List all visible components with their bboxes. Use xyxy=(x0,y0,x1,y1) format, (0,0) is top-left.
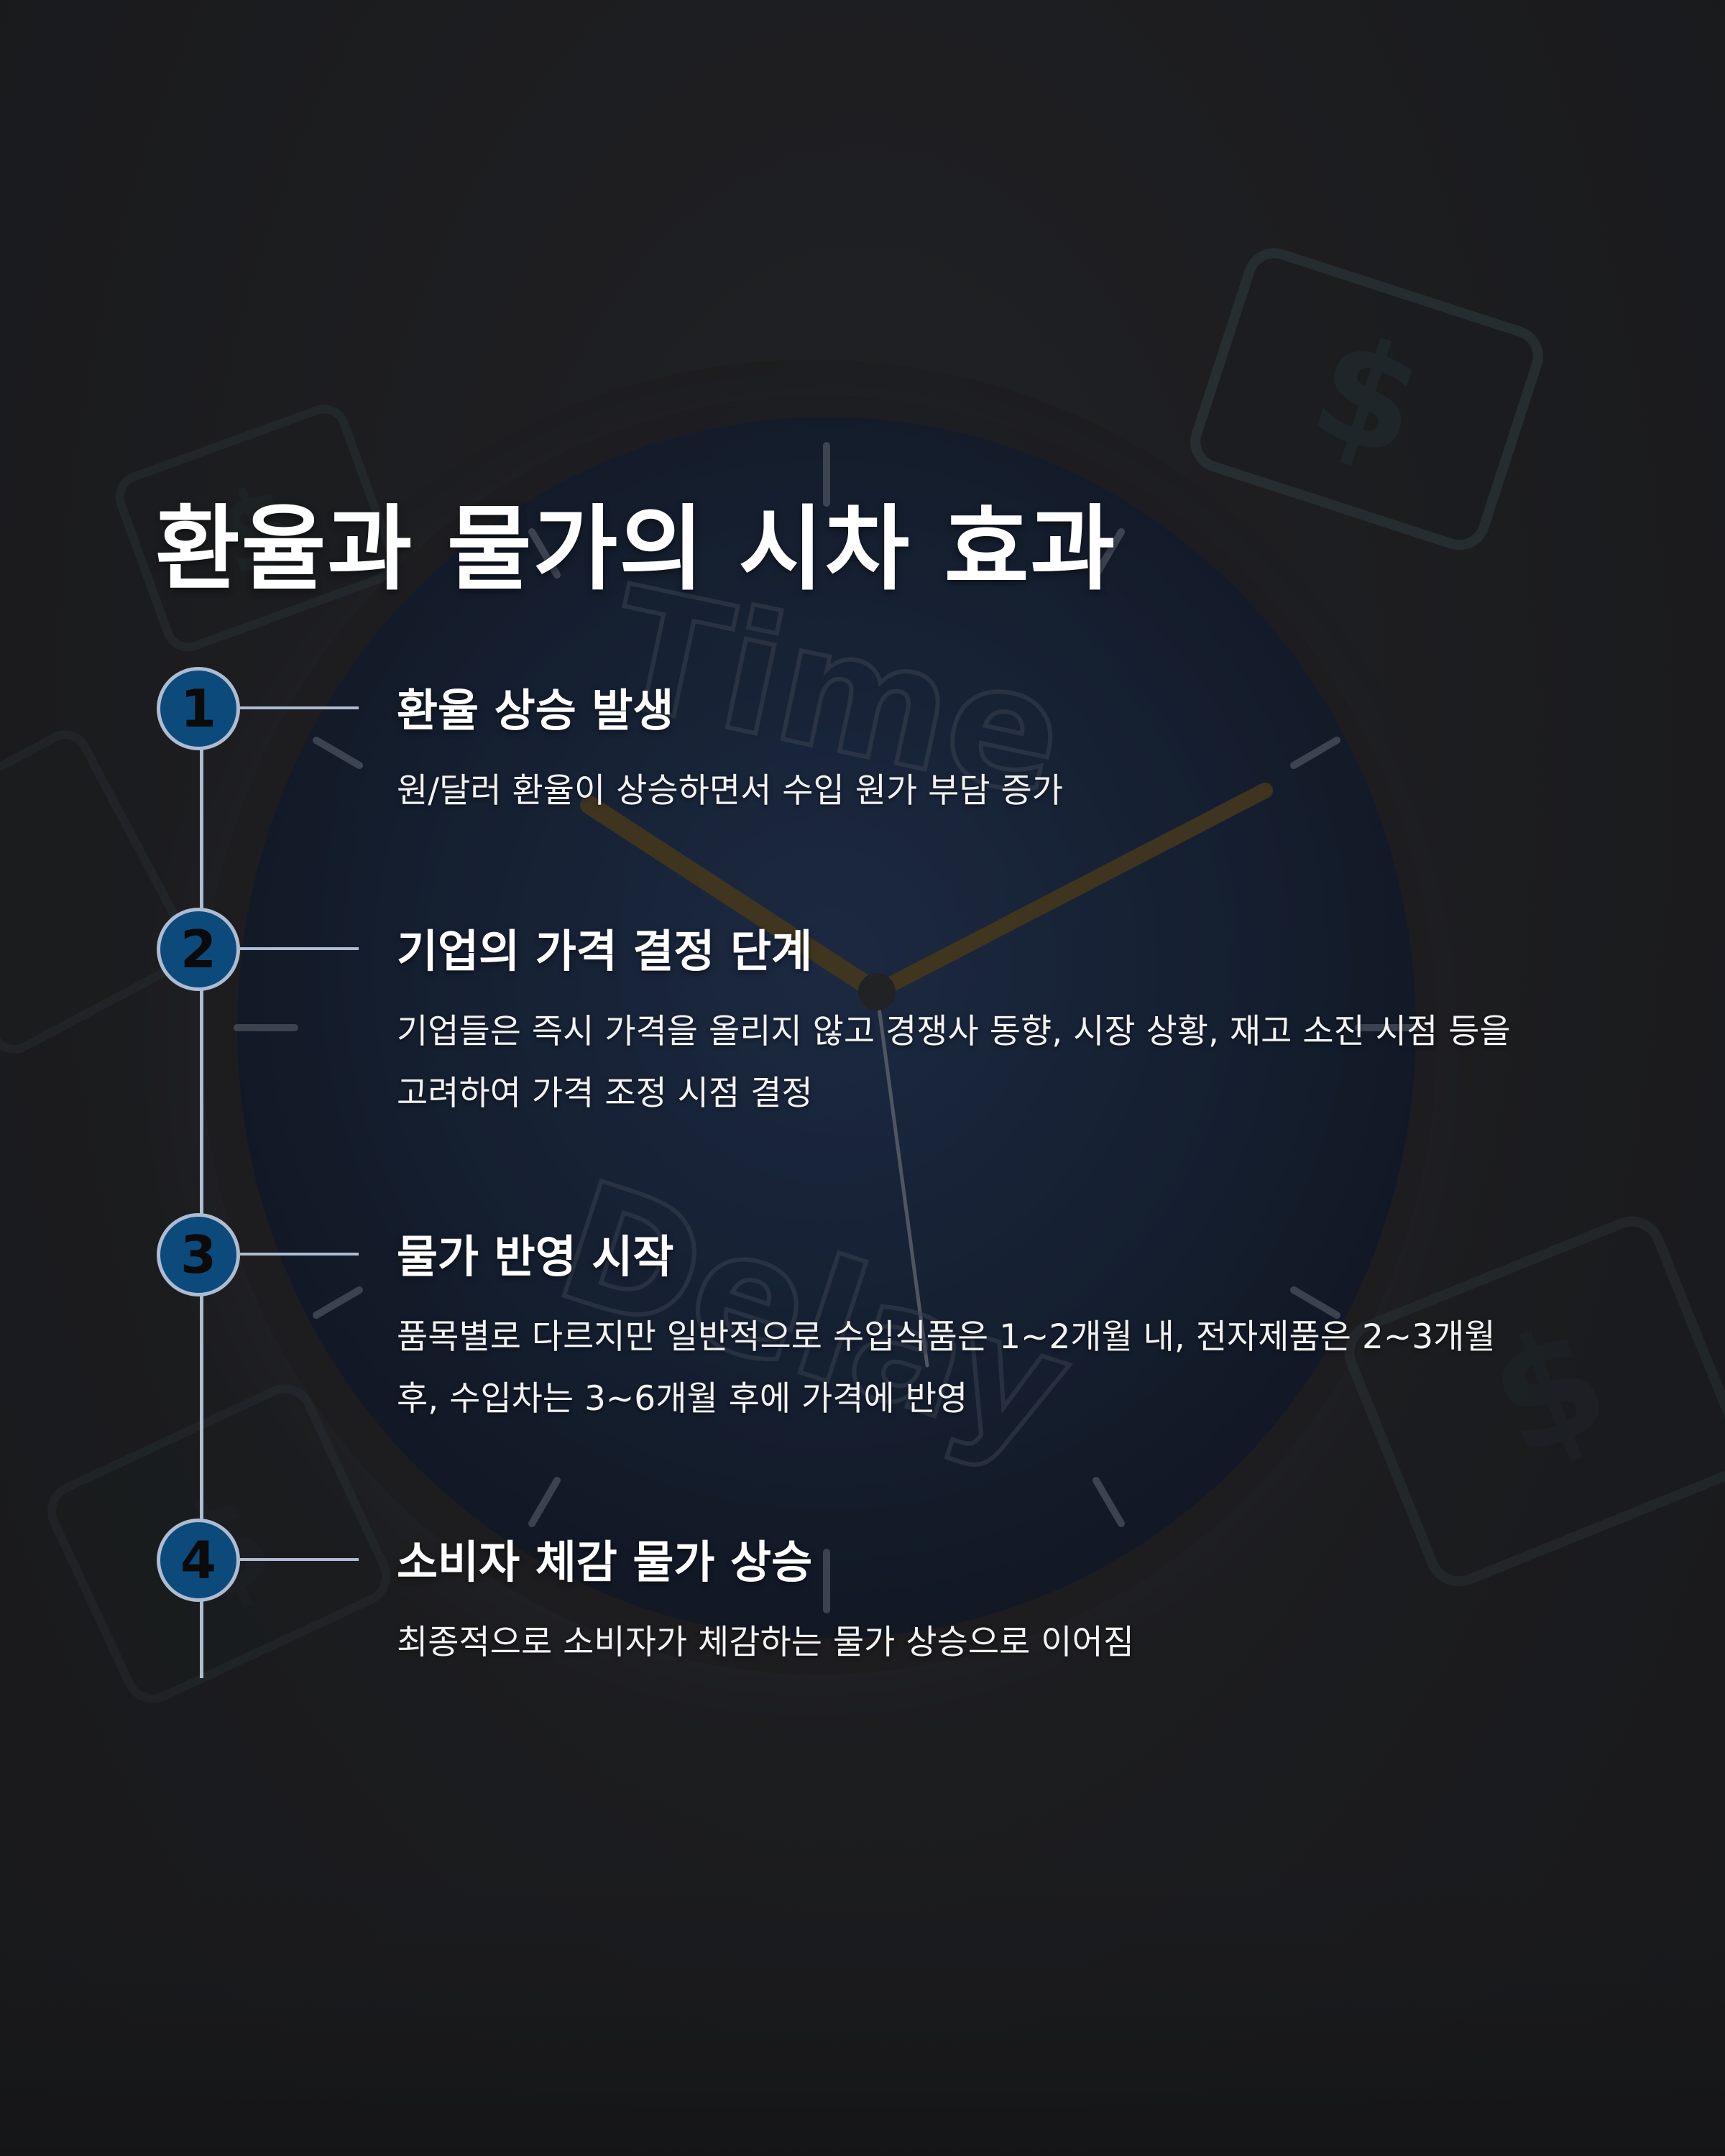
wall-clock: Time Delay xyxy=(144,359,1481,1739)
money-sign-icon: $ xyxy=(115,405,397,652)
step-description: 최종적으로 소비자가 체감하는 물가 상승으로 이어짐 xyxy=(397,1623,1134,1662)
step-number-badge: 2 xyxy=(157,908,240,991)
page-title: 환율과 물가의 시차 효과 xyxy=(155,496,1117,603)
step-number-badge: 4 xyxy=(157,1519,240,1602)
step-title: 환율 상승 발생 xyxy=(397,684,674,737)
step-title: 소비자 체감 물가 상승 xyxy=(397,1536,813,1588)
timeline-line xyxy=(200,708,203,1678)
step-description: 기업들은 즉시 가격을 올리지 않고 경쟁사 동향, 시장 상황, 재고 소진 … xyxy=(397,1012,1511,1113)
step-number-badge: 3 xyxy=(157,1213,240,1296)
step-title: 기업의 가격 결정 단계 xyxy=(397,925,813,977)
step-description: 품목별로 다르지만 일반적으로 수입식품은 1~2개월 내, 전자제품은 2~3… xyxy=(397,1317,1496,1419)
step-connector xyxy=(240,947,359,950)
step-number-badge: 1 xyxy=(157,667,240,750)
step-title: 물가 반영 시작 xyxy=(397,1230,674,1283)
step-connector xyxy=(240,1253,359,1256)
step-connector xyxy=(240,1558,359,1561)
money-sign-icon: $ xyxy=(1344,1216,1725,1587)
money-sign-icon xyxy=(0,730,193,1054)
step-description: 원/달러 환율이 상승하면서 수입 원가 부담 증가 xyxy=(397,771,1064,811)
money-sign-icon: $ xyxy=(1190,248,1543,550)
step-connector xyxy=(240,706,359,709)
